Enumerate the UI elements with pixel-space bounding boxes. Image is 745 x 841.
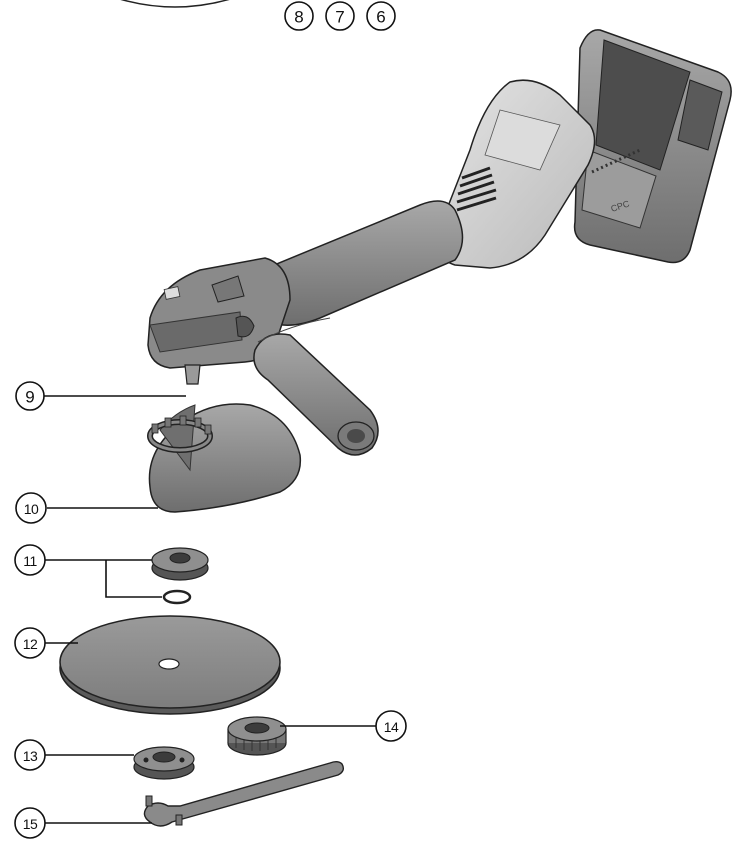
backing-flange [151, 547, 209, 581]
upper-disc-edge [120, 0, 230, 8]
svg-text:6: 6 [376, 8, 385, 27]
wheel-guard [147, 403, 302, 513]
svg-text:11: 11 [23, 553, 37, 569]
clamping-nut [133, 746, 195, 780]
callout-8: 8 [284, 1, 314, 31]
svg-text:10: 10 [24, 501, 39, 517]
svg-text:13: 13 [23, 748, 38, 764]
callout-9: 9 [15, 381, 45, 411]
svg-text:9: 9 [25, 388, 34, 407]
callout-14: 14 [375, 710, 407, 742]
callout-12: 12 [14, 627, 46, 659]
callout-7: 7 [325, 1, 355, 31]
svg-text:8: 8 [294, 8, 303, 27]
svg-text:12: 12 [23, 636, 38, 652]
svg-text:15: 15 [23, 816, 38, 832]
knurled-nut [227, 716, 287, 756]
pin-spanner [143, 761, 345, 827]
callout-11: 11 [14, 544, 46, 576]
callout-13: 13 [14, 739, 46, 771]
callout-6: 6 [366, 1, 396, 31]
leader-lines [44, 395, 376, 824]
angle-grinder-body [147, 79, 596, 456]
callout-15: 15 [14, 807, 46, 839]
svg-text:14: 14 [384, 719, 399, 735]
o-ring [162, 589, 192, 605]
grinding-disc [59, 615, 281, 715]
callout-10: 10 [15, 492, 47, 524]
svg-text:7: 7 [335, 8, 344, 27]
vent-slots [456, 166, 497, 212]
battery-pack: CPC [573, 29, 732, 264]
